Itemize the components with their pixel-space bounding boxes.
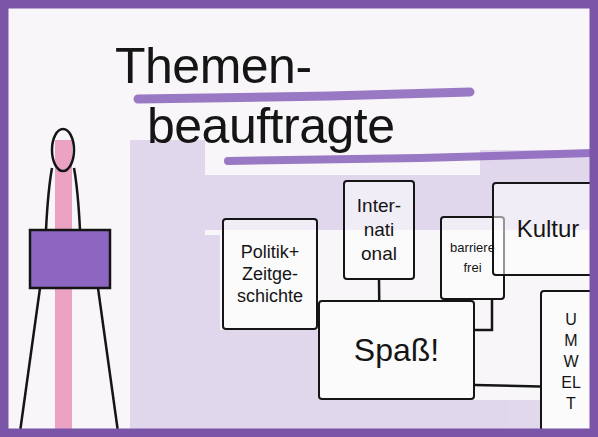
lectern xyxy=(30,230,110,288)
figure-head xyxy=(52,129,74,171)
lectern-leg xyxy=(98,288,118,432)
topic-label: Politik+ Zeitge- schichte xyxy=(228,241,312,307)
topic-box: UMWELT xyxy=(540,290,598,432)
topic-box: Inter- nati onal xyxy=(343,180,415,280)
topic-label: UMWELT xyxy=(561,309,581,414)
lectern-leg xyxy=(20,288,40,432)
connector-line xyxy=(378,280,381,300)
title-underline xyxy=(228,153,592,161)
crayon-shading xyxy=(150,235,220,330)
connector-line xyxy=(475,385,540,387)
topic-box: Spaß! xyxy=(318,300,475,400)
topic-label: Kultur xyxy=(498,215,598,243)
figure-body xyxy=(74,168,80,230)
topic-box: Kultur xyxy=(492,182,598,276)
topic-label: Spaß! xyxy=(322,332,472,368)
topic-label: Inter- nati onal xyxy=(348,194,410,266)
page-frame xyxy=(4,4,594,433)
speaker-figure xyxy=(20,129,118,432)
diagram-title: Themen- beauftragte xyxy=(115,36,515,156)
topic-box: Politik+ Zeitge- schichte xyxy=(222,218,318,330)
figure-body xyxy=(46,168,52,230)
connector-line xyxy=(475,300,492,330)
crayon-shading xyxy=(205,330,320,430)
crayon-shading xyxy=(320,400,540,432)
